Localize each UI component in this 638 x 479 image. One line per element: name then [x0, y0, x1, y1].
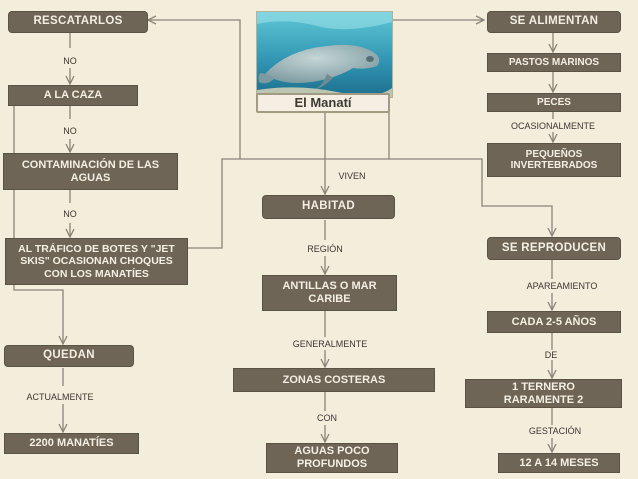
- node-peces: PECES: [487, 93, 621, 112]
- node-cada-2-5-anos: CADA 2-5 AÑOS: [487, 311, 621, 333]
- connector-title-rescatarlos: [148, 20, 241, 159]
- connector-title-se-reproducen: [389, 158, 552, 236]
- label-con: CON: [317, 413, 337, 423]
- node-pequenos-invertebrados: PEQUEÑOS INVERTEBRADOS: [487, 143, 621, 177]
- label-ocasionalmente: OCASIONALMENTE: [510, 121, 596, 131]
- connector-trafico-link: [188, 158, 240, 249]
- node-habitat: HABITAD: [262, 195, 395, 219]
- label-actualmente: ACTUALMENTE: [26, 392, 94, 402]
- title-el-manati: El Manatí: [256, 93, 390, 113]
- label-gestacion: GESTACIÓN: [528, 426, 582, 436]
- label-apareamiento: APAREAMIENTO: [526, 281, 598, 291]
- node-2200-manaties: 2200 MANATÍES: [4, 433, 139, 454]
- label-region: REGIÓN: [307, 244, 343, 254]
- connector-left-quedan: [13, 96, 63, 344]
- label-no-3: NO: [63, 209, 77, 219]
- node-contaminacion: CONTAMINACIÓN DE LAS AGUAS: [3, 153, 178, 190]
- node-ternero: 1 TERNERO RARAMENTE 2: [465, 379, 622, 408]
- label-generalmente: GENERALMENTE: [292, 339, 368, 349]
- node-rescatarlos: RESCATARLOS: [8, 11, 148, 33]
- manatee-photo: [256, 11, 393, 98]
- node-trafico: AL TRÁFICO DE BOTES Y "JET SKIS" OCASION…: [5, 238, 188, 285]
- node-pastos-marinos: PASTOS MARINOS: [487, 53, 621, 72]
- label-no-2: NO: [63, 126, 77, 136]
- node-se-alimentan: SE ALIMENTAN: [487, 11, 621, 33]
- node-zonas-costeras: ZONAS COSTERAS: [233, 368, 435, 392]
- node-se-reproducen: SE REPRODUCEN: [487, 237, 621, 260]
- node-a-la-caza: A LA CAZA: [8, 85, 138, 106]
- label-viven: VIVEN: [338, 171, 366, 181]
- node-antillas: ANTILLAS O MAR CARIBE: [262, 275, 397, 311]
- label-no-1: NO: [63, 56, 77, 66]
- node-quedan: QUEDAN: [4, 345, 134, 367]
- label-de: DE: [544, 350, 558, 360]
- node-12-a-14-meses: 12 A 14 MESES: [498, 453, 620, 473]
- node-aguas-poco-profundos: AGUAS POCO PROFUNDOS: [266, 443, 398, 473]
